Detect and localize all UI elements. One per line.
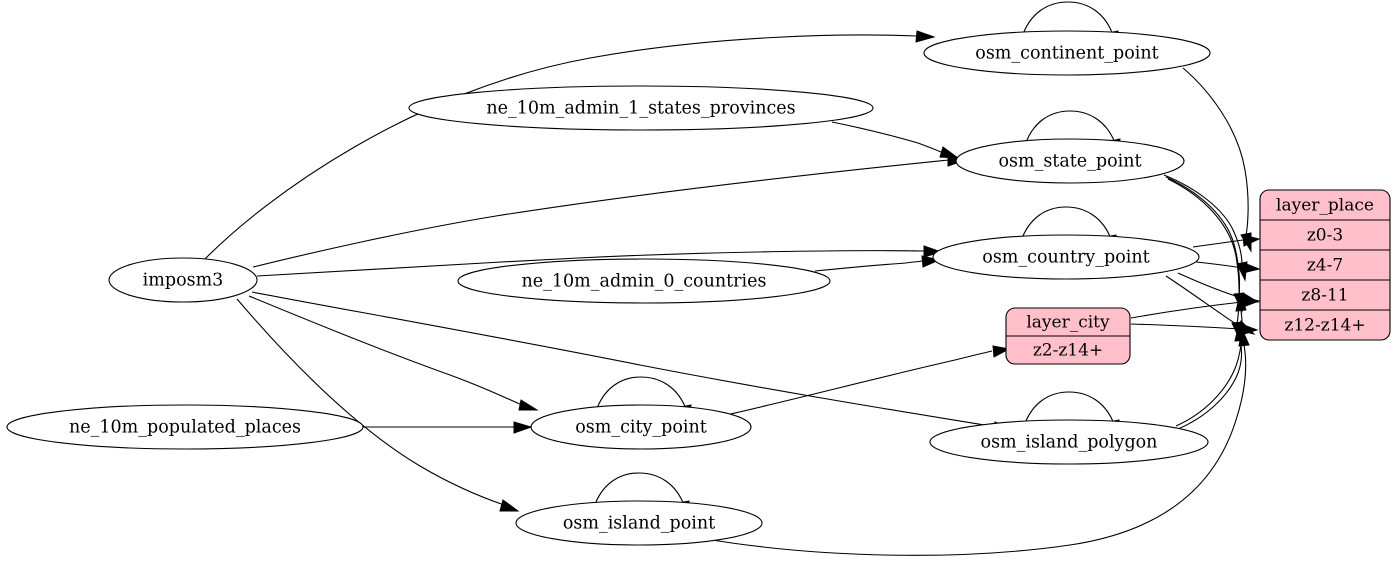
- edge-imposm3-to-osm-continent-point: [204, 30, 936, 260]
- edge-osm-island-polygon-to-layer-place-z12-z14: [1177, 322, 1246, 430]
- layer-city-cell-z2-z14[interactable]: z2-z14+: [1033, 341, 1103, 361]
- edge-imposm3-to-osm-city-point: [248, 295, 539, 411]
- node-label: ne_10m_populated_places: [69, 418, 301, 438]
- edge-osm-country-point-to-layer-place-z4-7: [1195, 261, 1261, 274]
- layer-place-header: layer_place: [1276, 196, 1374, 216]
- node-ne-10m-admin-1-states-provinces[interactable]: ne_10m_admin_1_states_provinces: [408, 85, 874, 131]
- node-label: ne_10m_admin_1_states_provinces: [486, 99, 795, 119]
- edge-ne-places-to-osm-city-point: [363, 421, 533, 434]
- node-label: ne_10m_admin_0_countries: [522, 272, 767, 292]
- node-label: imposm3: [143, 271, 224, 291]
- node-osm-country-point[interactable]: osm_country_point: [932, 234, 1200, 280]
- node-osm-island-polygon[interactable]: osm_island_polygon: [929, 419, 1209, 465]
- edge-osm-city-point-to-layer-city-z2-z14: [725, 345, 1011, 416]
- edge-osm-continent-point-to-layer-place-z0-3: [1182, 67, 1252, 253]
- layer-place-cell-z4-7[interactable]: z4-7: [1307, 256, 1343, 276]
- node-osm-city-point[interactable]: osm_city_point: [530, 404, 752, 450]
- edge-layer: [204, 1, 1261, 556]
- node-ne-10m-populated-places[interactable]: ne_10m_populated_places: [6, 404, 364, 450]
- layer-city-header: layer_city: [1026, 313, 1110, 333]
- node-layer-place[interactable]: layer_place z0-3 z4-7 z8-11 z12-z14+: [1259, 189, 1391, 341]
- edge-imposm3-to-osm-country-point: [256, 245, 943, 277]
- edge-ne-states-to-osm-state-point: [831, 121, 960, 159]
- node-layer-city[interactable]: layer_city z2-z14+: [1005, 307, 1131, 365]
- node-osm-continent-point[interactable]: osm_continent_point: [923, 30, 1211, 76]
- edge-osm-country-point-to-layer-place-z0-3: [1192, 234, 1261, 248]
- layer-place-cell-z8-11[interactable]: z8-11: [1301, 286, 1348, 306]
- node-label: osm_city_point: [575, 418, 707, 438]
- node-label: osm_state_point: [998, 152, 1141, 172]
- edge-ne-countries-to-osm-country-point: [814, 255, 941, 272]
- node-osm-state-point[interactable]: osm_state_point: [955, 138, 1185, 184]
- edge-osm-island-polygon-to-layer-place-z8-11: [1175, 292, 1247, 427]
- node-label: osm_country_point: [982, 248, 1149, 268]
- node-label: osm_island_polygon: [981, 433, 1158, 453]
- node-imposm3[interactable]: imposm3: [108, 257, 258, 303]
- layer-place-cell-z0-3[interactable]: z0-3: [1307, 226, 1343, 246]
- node-layer: imposm3 ne_10m_admin_1_states_provinces …: [6, 30, 1391, 546]
- edge-osm-island-point-to-layer-place-z12-z14: [705, 327, 1250, 556]
- edge-imposm3-to-osm-island-point: [236, 298, 520, 512]
- node-osm-island-point[interactable]: osm_island_point: [515, 500, 763, 546]
- node-ne-10m-admin-0-countries[interactable]: ne_10m_admin_0_countries: [457, 258, 831, 304]
- node-label: osm_island_point: [563, 514, 715, 534]
- node-label: osm_continent_point: [975, 44, 1158, 64]
- layer-place-cell-z12-z14[interactable]: z12-z14+: [1284, 316, 1365, 336]
